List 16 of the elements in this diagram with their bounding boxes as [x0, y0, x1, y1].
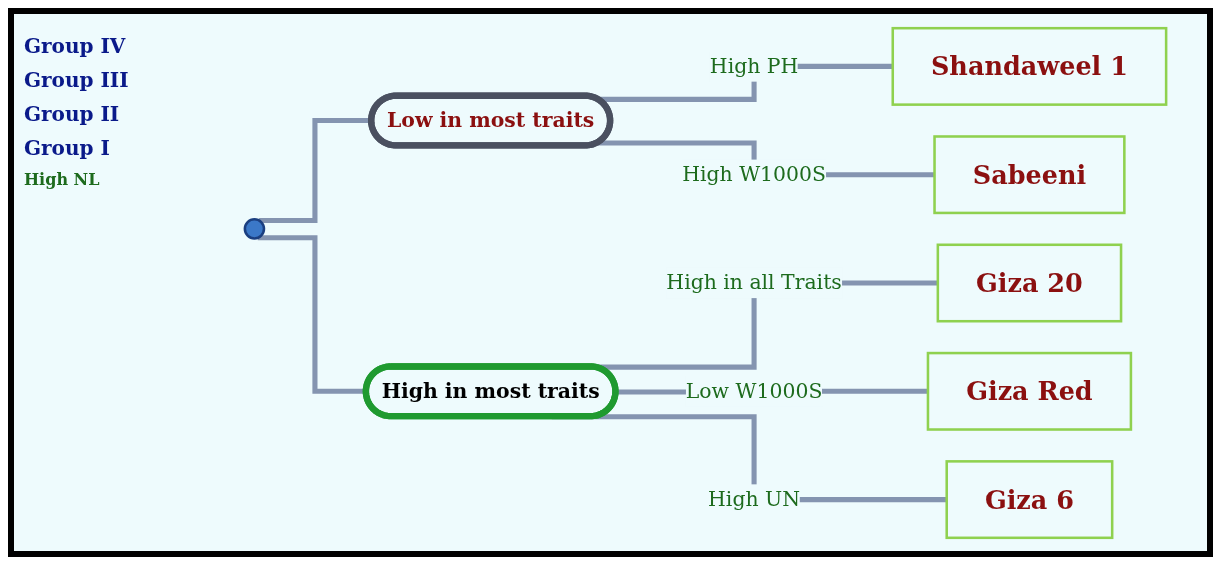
node-box: Giza Red [926, 351, 1133, 431]
group-label: Group III [24, 68, 130, 92]
group-label: Group IV [24, 34, 127, 58]
node-circle [243, 217, 266, 240]
branch-label: High NL [24, 170, 101, 189]
edge-label: Low W1000S [685, 378, 823, 403]
edge-label: High PH [709, 53, 799, 78]
edge-label: High W1000S [682, 161, 826, 186]
node-box: Giza 6 [945, 459, 1114, 539]
node-box: Shandaweel 1 [891, 26, 1168, 106]
node-box: Sabeeni [933, 134, 1126, 214]
group-label: Group I [24, 136, 111, 160]
group-label: Group II [24, 102, 121, 126]
edge-label: High in all Traits [666, 269, 842, 294]
node-box: Giza 20 [936, 243, 1123, 322]
edge-label: High UN [708, 486, 801, 511]
